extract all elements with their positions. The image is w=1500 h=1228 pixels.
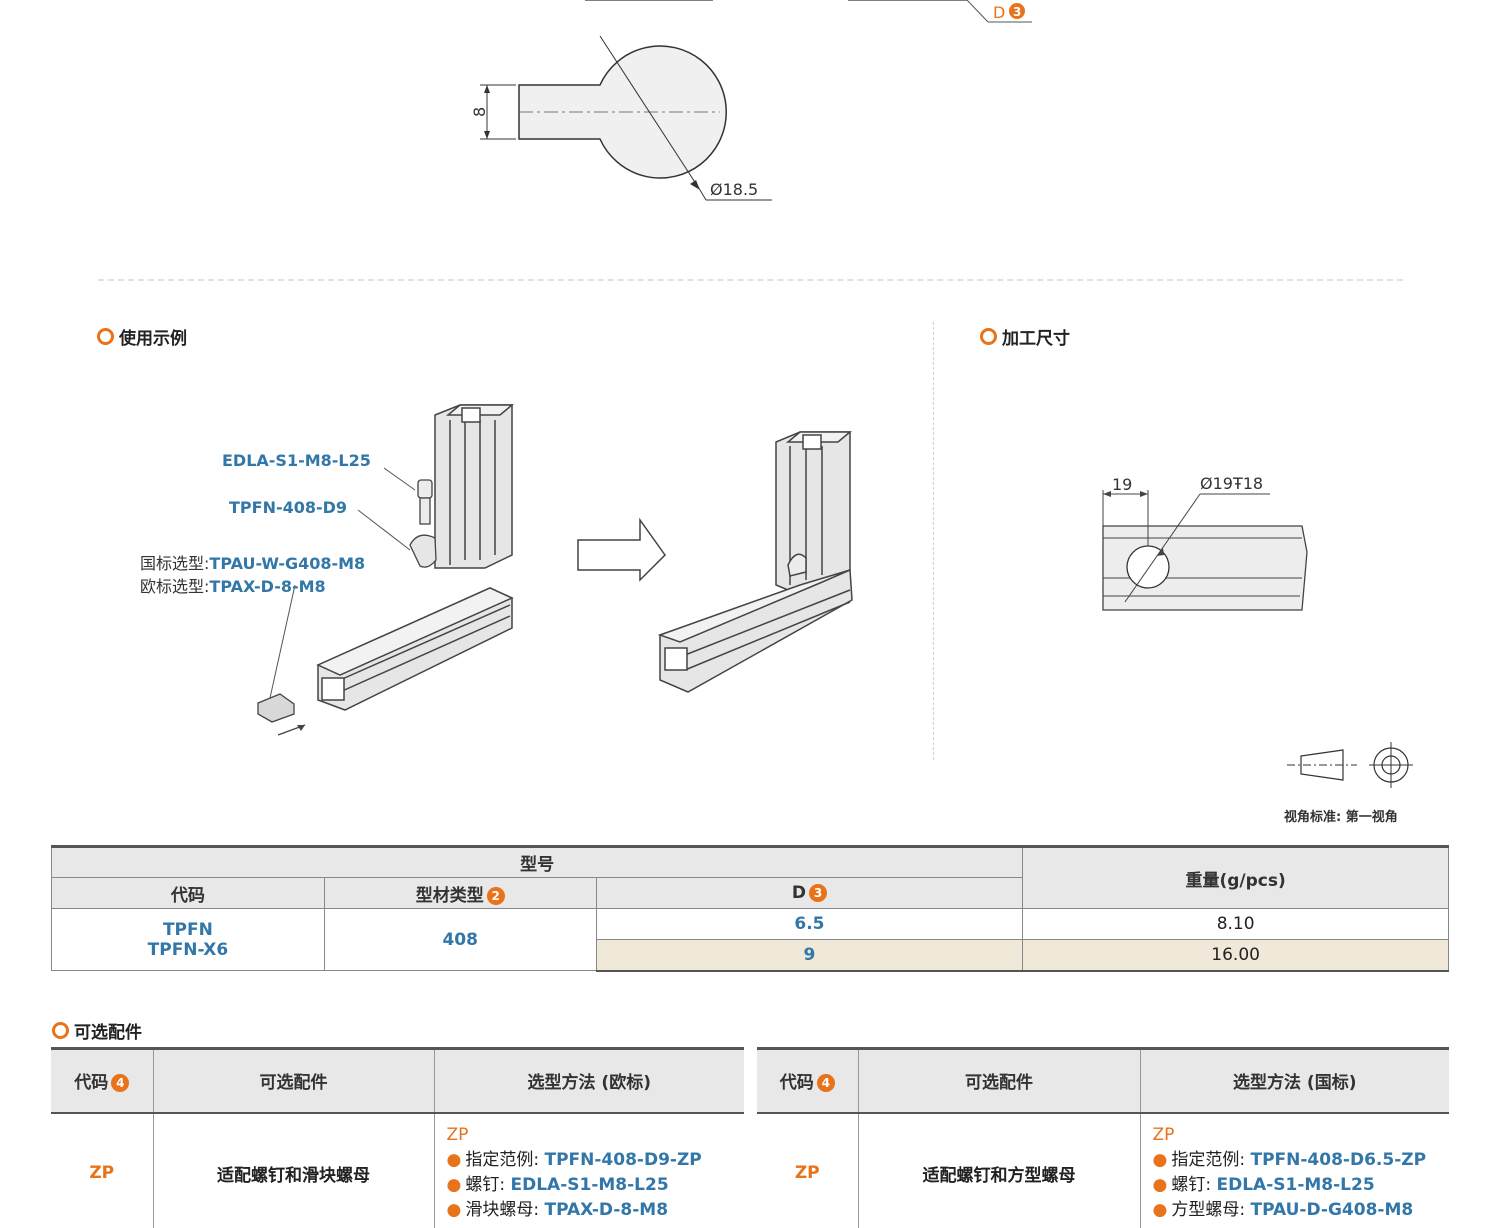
header-code: 代码	[51, 877, 325, 909]
code-cell: ZP	[51, 1112, 154, 1228]
first-angle-projection-icon	[1287, 742, 1413, 788]
spec-header-row-1: 型号 重量(g/pcs)	[50, 845, 1449, 909]
header-model: 型号	[50, 845, 1024, 878]
ring-bullet-icon	[52, 1022, 69, 1039]
height-label: 8	[470, 107, 489, 117]
header-method: 选型方法 (国标)	[1139, 1047, 1449, 1114]
machining-section-title: 加工尺寸	[980, 324, 1070, 349]
svg-text:Ø19Ŧ18: Ø19Ŧ18	[1200, 474, 1263, 493]
callout-bolt: EDLA-S1-M8-L25	[222, 451, 371, 470]
d-cell: 9	[595, 939, 1024, 972]
method-cell: ZP ●指定范例: TPFN-408-D6.5-ZP ●螺钉: EDLA-S1-…	[1139, 1112, 1449, 1228]
method-cell: ZP ●指定范例: TPFN-408-D9-ZP ●螺钉: EDLA-S1-M8…	[433, 1112, 744, 1228]
code-cell: TPFN TPFN-X6	[51, 908, 325, 971]
d-cell: 6.5	[595, 908, 1024, 940]
d-label: D	[993, 3, 1005, 22]
profile-cell: 408	[323, 908, 597, 971]
view-standard-label: 视角标准: 第一视角	[1284, 810, 1398, 825]
table-row: ZP 适配螺钉和方型螺母 ZP ●指定范例: TPFN-408-D6.5-ZP …	[757, 1112, 1449, 1228]
accessory-cell: 适配螺钉和方型螺母	[857, 1112, 1141, 1228]
accessories-section-title: 可选配件	[52, 1018, 142, 1043]
ring-bullet-icon	[97, 328, 114, 345]
weight-cell: 8.10	[1022, 908, 1449, 940]
code-cell: ZP	[757, 1112, 859, 1228]
usage-illustration	[257, 404, 853, 736]
header-accessory: 可选配件	[857, 1047, 1141, 1114]
usage-section-title: 使用示例	[97, 324, 187, 349]
svg-text:3: 3	[1013, 5, 1021, 19]
callout-gb: 国标选型:TPAU-W-G408-M8	[140, 554, 366, 573]
section-divider	[98, 279, 1403, 281]
column-divider	[933, 322, 934, 760]
header-method: 选型方法 (欧标)	[433, 1047, 744, 1114]
diameter-label: Ø18.5	[710, 180, 758, 199]
accessory-cell: 适配螺钉和滑块螺母	[152, 1112, 435, 1228]
callout-nut: TPFN-408-D9	[229, 498, 348, 517]
svg-text:19: 19	[1112, 475, 1132, 494]
weight-cell: 16.00	[1022, 939, 1449, 972]
header-weight: 重量(g/pcs)	[1022, 845, 1449, 909]
table-row: 9 16.00	[52, 939, 1449, 972]
header-accessory: 可选配件	[152, 1047, 435, 1114]
table-row: ZP 适配螺钉和滑块螺母 ZP ●指定范例: TPFN-408-D9-ZP ●螺…	[51, 1112, 744, 1228]
table-row: TPFN TPFN-X6 408 6.5 8.10	[51, 908, 1449, 971]
ring-bullet-icon	[980, 328, 997, 345]
machining-drawing: 19 Ø19Ŧ18	[1102, 474, 1308, 611]
callout-eu: 欧标选型:TPAX-D-8-M8	[140, 577, 326, 596]
keyhole-drawing: D 3 Ø18.5 8	[470, 0, 1032, 201]
